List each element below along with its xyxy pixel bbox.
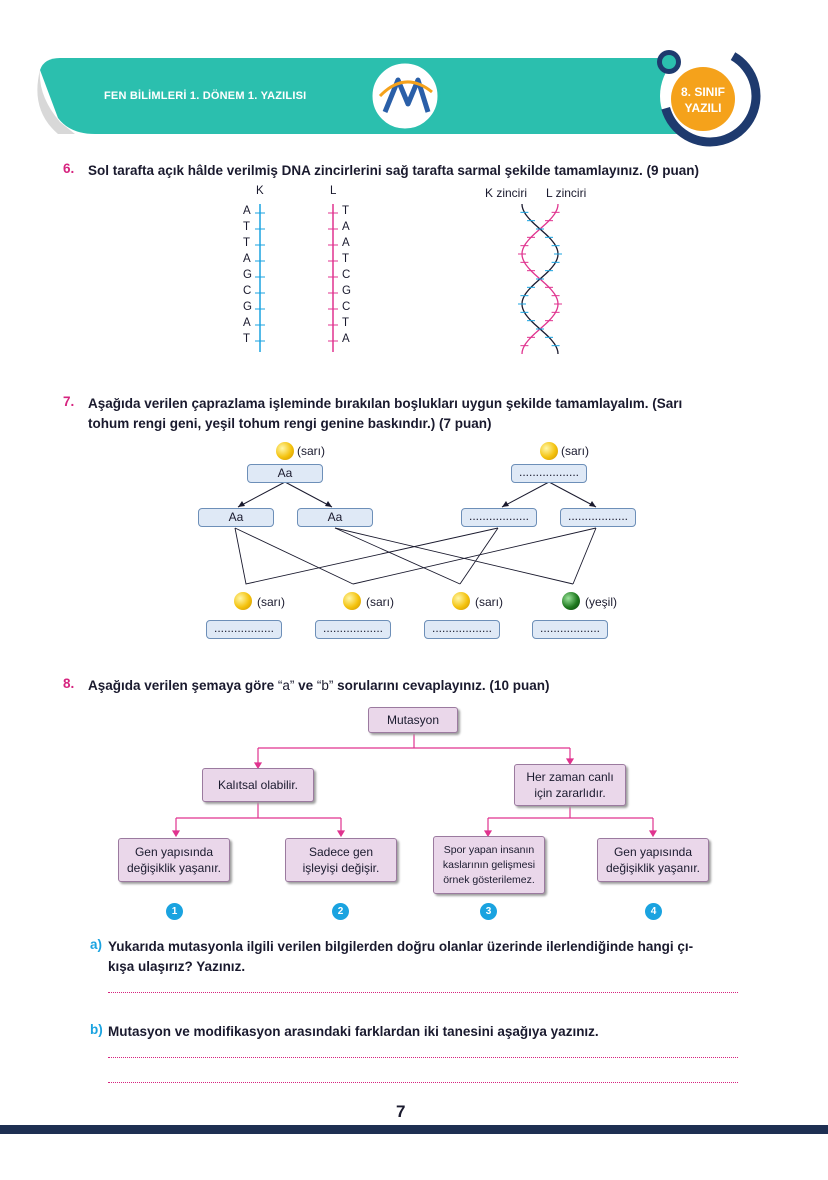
q7-number: 7. <box>63 394 75 409</box>
offspring2-seed-icon <box>343 592 361 610</box>
k-base: A <box>243 317 251 329</box>
helix-l-label: L zinciri <box>546 186 587 200</box>
l-base: C <box>342 301 351 313</box>
tree-leaf-3: Spor yapan insanın kaslarının gelişmesi … <box>433 836 545 894</box>
header-title: FEN BİLİMLERİ 1. DÖNEM 1. YAZILISI <box>104 90 307 102</box>
leaf2-line1: Sadece gen <box>308 845 374 859</box>
q8b-text: Mutasyon ve modifikasyon arasındaki fark… <box>108 1024 599 1039</box>
l-strand-label: L <box>330 185 337 197</box>
grade-badge-line2: YAZILI <box>684 101 722 115</box>
offspring4-seed-icon <box>562 592 580 610</box>
dna-helix <box>518 203 562 355</box>
offspring3-blank[interactable]: .................. <box>424 620 500 639</box>
offspring2-label: (sarı) <box>366 595 394 609</box>
parent2-genotype-blank[interactable]: .................. <box>511 464 587 483</box>
q8-text: Aşağıda verilen şemaya göre “a” ve “b” s… <box>88 676 549 695</box>
leaf3-line2: kaslarının gelişmesi <box>442 858 536 871</box>
q8-text-a: “a” <box>277 678 295 693</box>
header-shape <box>37 45 761 147</box>
tree-right: Her zaman canlı için zararlıdır. <box>514 764 626 806</box>
gamete-1: Aa <box>198 508 274 527</box>
parent1-label: (sarı) <box>297 444 325 458</box>
tree-right-line1: Her zaman canlı <box>526 770 614 784</box>
k-base: T <box>243 221 251 233</box>
grade-badge-line1: 8. SINIF <box>680 85 725 99</box>
k-base: G <box>243 269 252 281</box>
offspring3-label: (sarı) <box>475 595 503 609</box>
badge-3: 3 <box>480 903 497 920</box>
offspring4-blank[interactable]: .................. <box>532 620 608 639</box>
q8a-label: a) <box>90 937 103 952</box>
page-number: 7 <box>396 1102 406 1121</box>
q8-text-b: “b” <box>316 678 334 693</box>
k-strand-label: K <box>256 185 264 197</box>
k-base: G <box>243 301 252 313</box>
leaf3-line3: örnek gösterilemez. <box>443 873 535 886</box>
badge-1: 1 <box>166 903 183 920</box>
tree-left: Kalıtsal olabilir. <box>202 768 314 802</box>
leaf1-line1: Gen yapısında <box>134 845 214 859</box>
leaf4-line2: değişiklik yaşanır. <box>605 861 701 875</box>
tree-right-line2: için zararlıdır. <box>534 786 606 800</box>
offspring1-seed-icon <box>234 592 252 610</box>
leaf3-line1: Spor yapan insanın <box>443 843 535 856</box>
q8a-line2: kışa ulaşırız? Yazınız. <box>108 959 246 974</box>
parent1-genotype: Aa <box>247 464 323 483</box>
k-base: A <box>243 205 251 217</box>
mutation-tree-lines <box>171 734 658 838</box>
k-base: T <box>243 333 251 345</box>
gamete-3-blank[interactable]: .................. <box>461 508 537 527</box>
dna-strand-lines <box>255 204 338 352</box>
tree-leaf-2: Sadece gen işleyişi değişir. <box>285 838 397 882</box>
badge-2: 2 <box>332 903 349 920</box>
q7-text-line1: Aşağıda verilen çaprazlama işleminde bır… <box>88 396 683 411</box>
gamete-4-blank[interactable]: .................. <box>560 508 636 527</box>
q8-text-post: sorularını cevaplayınız. (10 puan) <box>333 678 550 693</box>
q8-number: 8. <box>63 676 75 691</box>
footer-bar <box>0 1125 828 1134</box>
k-base: A <box>243 253 251 265</box>
l-base: T <box>342 253 350 265</box>
offspring4-label: (yeşil) <box>585 595 617 609</box>
leaf4-line1: Gen yapısında <box>613 845 693 859</box>
q8-text-mid: ve <box>294 678 317 693</box>
l-base: C <box>342 269 351 281</box>
leaf1-line2: değişiklik yaşanır. <box>126 861 222 875</box>
helix-k-label: K zinciri <box>485 186 528 200</box>
q8b-answer-line-1[interactable] <box>108 1057 738 1058</box>
q8a-line1: Yukarıda mutasyonla ilgili verilen bilgi… <box>108 939 694 954</box>
q8b-label: b) <box>90 1022 103 1037</box>
q8b-answer-line-2[interactable] <box>108 1082 738 1083</box>
k-base: C <box>243 285 252 297</box>
k-base: T <box>243 237 251 249</box>
parent1-seed-icon <box>276 442 294 460</box>
offspring1-label: (sarı) <box>257 595 285 609</box>
q8a-answer-line[interactable] <box>108 992 738 993</box>
offspring1-blank[interactable]: .................. <box>206 620 282 639</box>
q7-text-line2: tohum rengi geni, yeşil tohum rengi geni… <box>88 416 492 431</box>
parent2-seed-icon <box>540 442 558 460</box>
l-base: T <box>342 205 350 217</box>
grade-badge: 8. SINIF YAZILI <box>672 84 734 116</box>
l-base: T <box>342 317 350 329</box>
parent2-label: (sarı) <box>561 444 589 458</box>
offspring2-blank[interactable]: .................. <box>315 620 391 639</box>
badge-4: 4 <box>645 903 662 920</box>
l-base: A <box>342 333 350 345</box>
gamete-2: Aa <box>297 508 373 527</box>
l-base: A <box>342 221 350 233</box>
l-base: A <box>342 237 350 249</box>
l-base: G <box>342 285 351 297</box>
offspring3-seed-icon <box>452 592 470 610</box>
tree-root: Mutasyon <box>368 707 458 733</box>
q6-number: 6. <box>63 161 75 176</box>
q6-text: Sol tarafta açık hâlde verilmiş DNA zinc… <box>88 163 699 178</box>
leaf2-line2: işleyişi değişir. <box>302 861 380 875</box>
tree-leaf-1: Gen yapısında değişiklik yaşanır. <box>118 838 230 882</box>
q8-text-pre: Aşağıda verilen şemaya göre <box>88 678 278 693</box>
tree-leaf-4: Gen yapısında değişiklik yaşanır. <box>597 838 709 882</box>
cross-lines <box>234 481 597 585</box>
